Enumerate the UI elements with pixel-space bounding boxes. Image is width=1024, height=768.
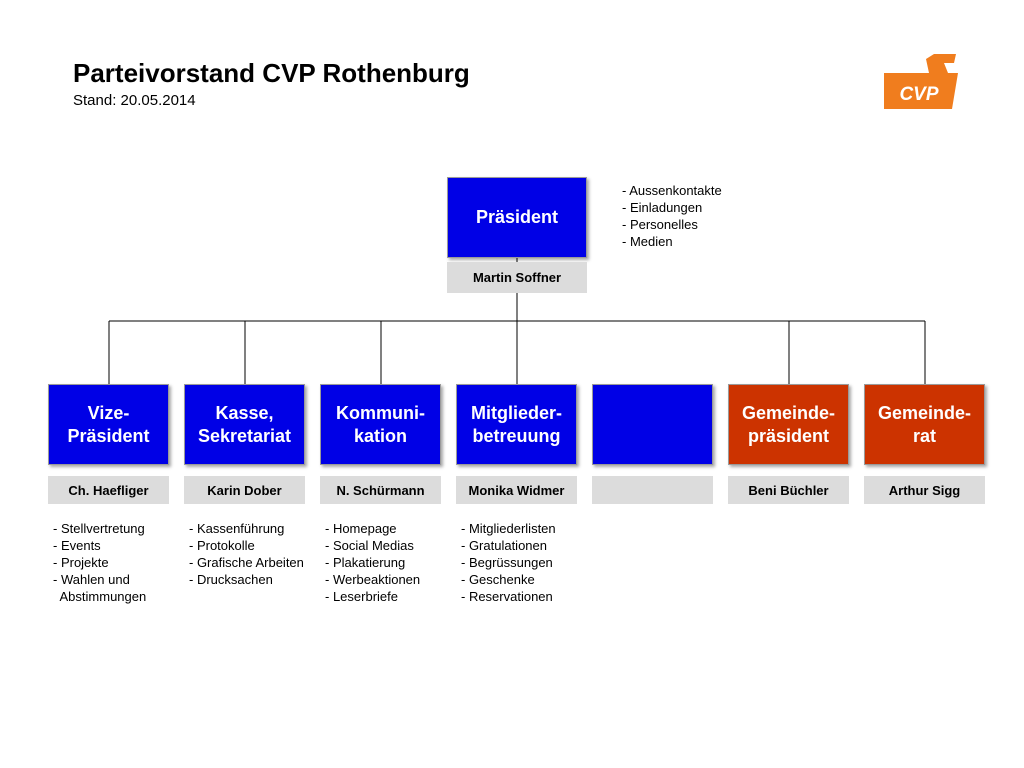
member-task: - Events [53,538,101,553]
president-title: Präsident [475,207,559,227]
member-name: Ch. Haefliger [48,476,169,504]
cvp-logo: CVP [884,54,958,109]
president-box: Präsident [447,177,587,258]
member-box-vacant [592,384,713,465]
member-task: - Begrüssungen [461,555,553,570]
member-task: - Reservationen [461,589,553,604]
member-tasks: - Stellvertretung - Events - Projekte - … [53,520,146,605]
member-task: Abstimmungen [53,589,147,604]
member-task: - Drucksachen [189,572,273,587]
member-tasks: - Mitgliederlisten - Gratulationen - Beg… [461,520,556,605]
member-box-gemeindepraesident: Gemeinde- präsident [728,384,849,465]
member-box-vize-praesident: Vize- Präsident [48,384,169,465]
member-task: - Mitgliederlisten [461,521,556,536]
member-title: Gemeinde- rat [877,402,972,446]
member-title: Mitglieder- betreuung [470,402,562,446]
member-task: - Gratulationen [461,538,547,553]
member-task: - Projekte [53,555,109,570]
member-title: Kasse, Sekretariat [197,402,292,446]
member-name: Beni Büchler [728,476,849,504]
member-name [592,476,713,504]
president-task: - Aussenkontakte [622,183,722,198]
member-task: - Kassenführung [189,521,285,536]
member-task: - Leserbriefe [325,589,398,604]
member-box-kommunikation: Kommuni- kation [320,384,441,465]
president-name: Martin Soffner [447,262,587,293]
member-task: - Werbeaktionen [325,572,421,587]
member-task: - Stellvertretung [53,521,145,536]
member-task: - Social Medias [325,538,414,553]
member-box-kasse-sekretariat: Kasse, Sekretariat [184,384,305,465]
member-box-gemeinderat: Gemeinde- rat [864,384,985,465]
member-task: - Wahlen und [53,572,130,587]
member-title: Gemeinde- präsident [741,402,836,446]
member-title: Kommuni- kation [336,402,425,446]
member-task: - Protokolle [189,538,255,553]
member-task: - Plakatierung [325,555,406,570]
member-name: N. Schürmann [320,476,441,504]
member-tasks: - Homepage - Social Medias - Plakatierun… [325,520,420,605]
cvp-logo-text: CVP [899,84,938,105]
member-name: Monika Widmer [456,476,577,504]
president-task: - Medien [622,234,673,249]
member-task: - Geschenke [461,572,535,587]
member-tasks: - Kassenführung - Protokolle - Grafische… [189,520,304,588]
member-name: Arthur Sigg [864,476,985,504]
page-title: Parteivorstand CVP Rothenburg [73,58,470,88]
cvp-logo-shape [884,54,958,109]
member-task: - Homepage [325,521,397,536]
member-box-mitgliederbetreuung: Mitglieder- betreuung [456,384,577,465]
member-task: - Grafische Arbeiten [189,555,304,570]
president-task: - Personelles [622,217,698,232]
president-tasks: - Aussenkontakte - Einladungen - Persone… [622,182,722,250]
member-title: Vize- Präsident [67,402,150,446]
page-subtitle: Stand: 20.05.2014 [73,92,196,109]
member-name: Karin Dober [184,476,305,504]
president-task: - Einladungen [622,200,703,215]
